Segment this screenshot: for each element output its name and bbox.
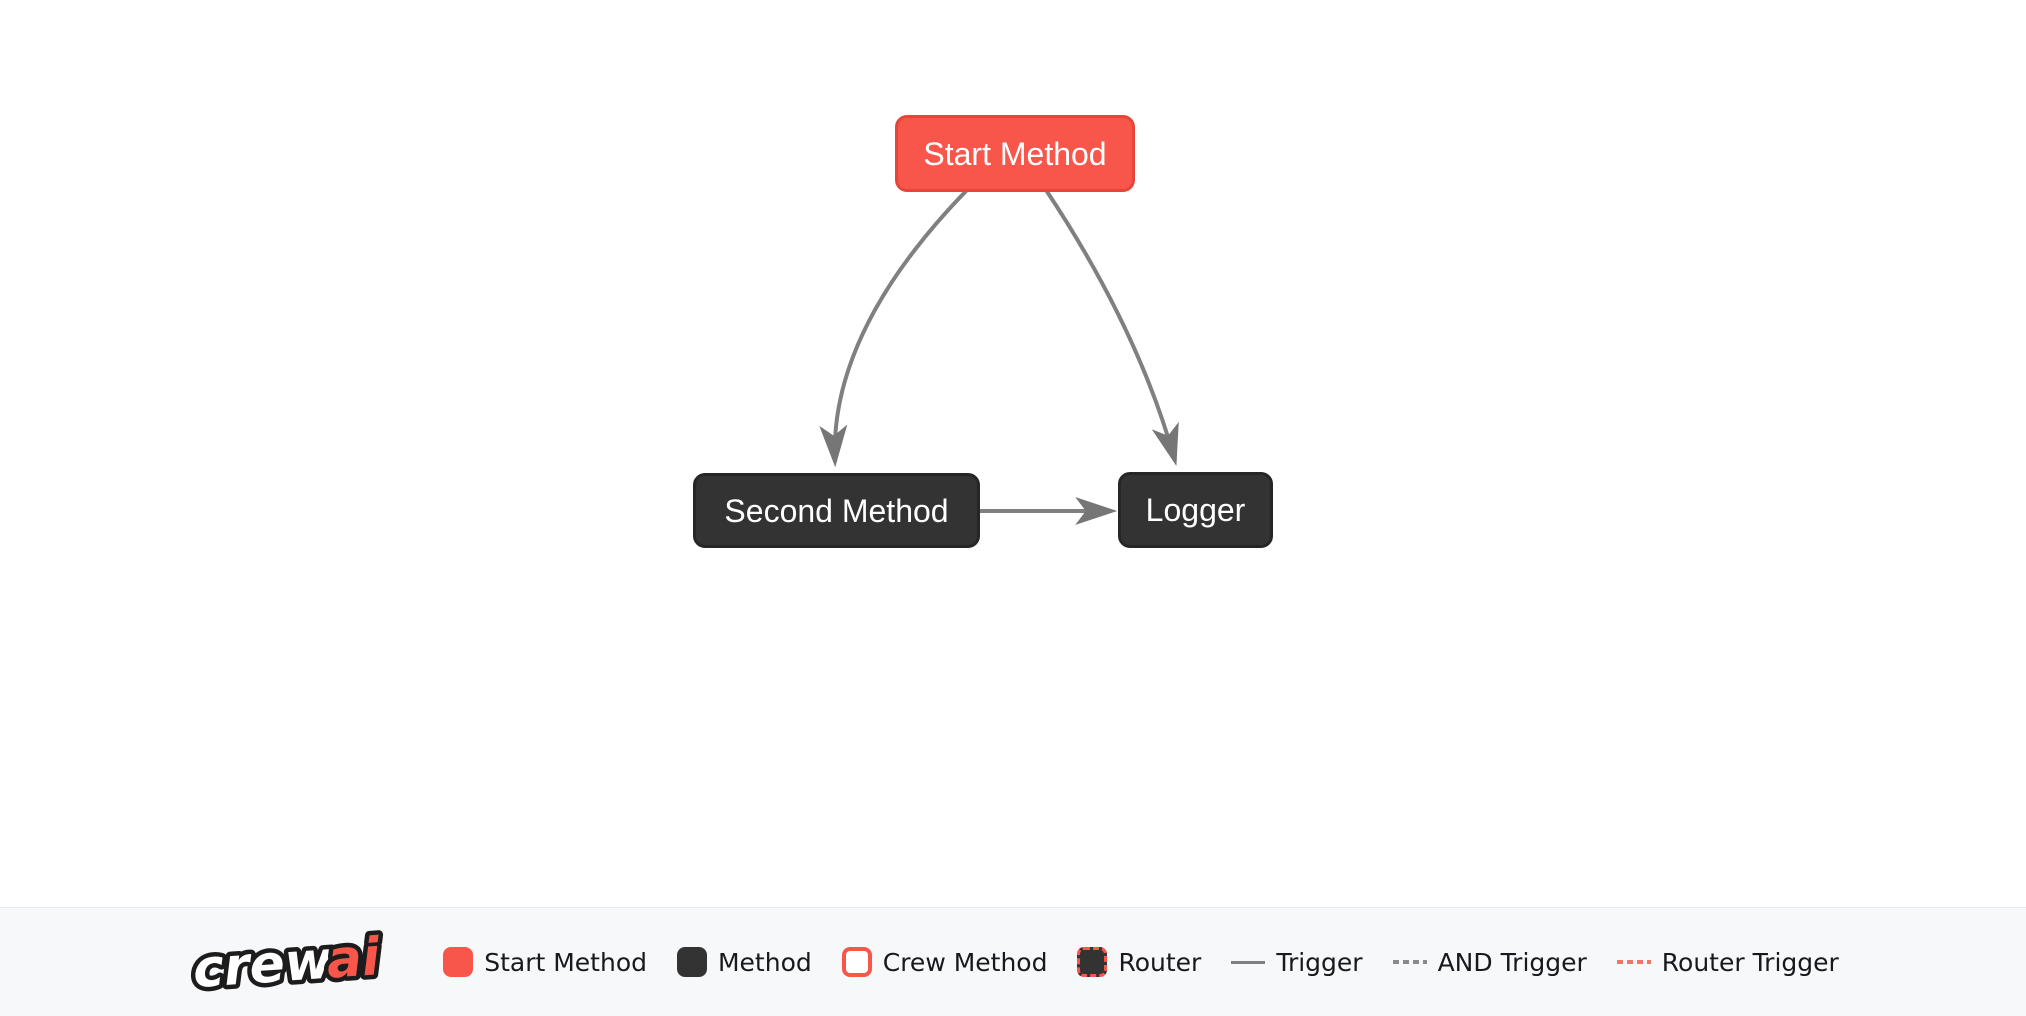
node-label: Start Method [923,135,1107,172]
legend-label: Router Trigger [1661,947,1839,977]
dashed-edge-line-icon [1392,960,1427,964]
node-start-method[interactable]: Start Method [895,115,1135,192]
node-logger[interactable]: Logger [1118,472,1273,548]
legend-label: Router [1118,947,1202,977]
legend-item-method: Method [676,947,812,977]
logo-text-ai: ai [325,927,383,991]
legend-bar: crew ai Start Method Method Crew Method Rou… [0,907,2026,1016]
legend-label: AND Trigger [1437,947,1587,977]
node-label: Logger [1145,492,1246,528]
node-second-method[interactable]: Second Method [693,473,980,548]
legend-item-trigger: Trigger [1231,947,1363,977]
legend-item-and-trigger: AND Trigger [1392,947,1587,977]
legend-item-router-trigger: Router Trigger [1616,947,1839,977]
legend-item-start-method: Start Method [443,947,647,977]
method-node-swatch-icon [676,947,707,977]
legend-label: Trigger [1276,947,1363,977]
edge-start-method-to-logger [1044,188,1179,467]
crewai-logo: crew ai [187,925,387,999]
crew-node-swatch-icon [841,947,872,977]
legend-items: Start Method Method Crew Method Router Trigg… [443,947,1839,977]
start-node-swatch-icon [443,947,474,977]
dashed-red-edge-line-icon [1616,960,1651,964]
edge-start-method-to-second-method [819,188,969,468]
legend-label: Method [717,947,812,977]
router-node-swatch-icon [1077,947,1108,977]
legend-item-crew-method: Crew Method [841,947,1048,977]
solid-edge-line-icon [1231,960,1266,964]
legend-label: Start Method [484,947,647,977]
legend-label: Crew Method [882,947,1048,977]
logo-text-crew: crew [191,930,336,999]
legend-item-router: Router [1077,947,1201,977]
node-label: Second Method [724,492,949,529]
